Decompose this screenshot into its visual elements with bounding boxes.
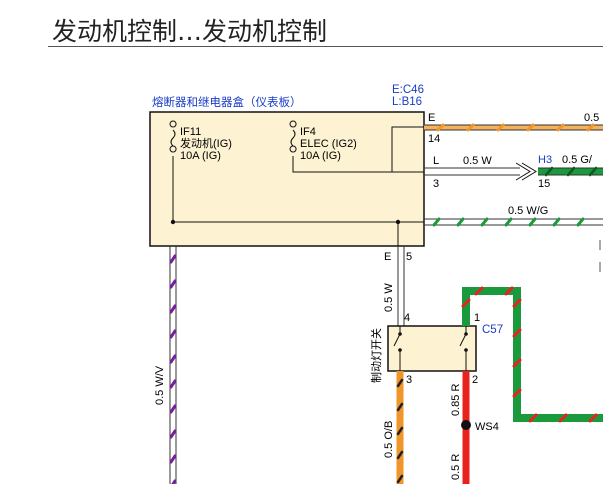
title-rule [48, 46, 603, 47]
fuse-if4-id: IF4 [300, 126, 316, 138]
fuse-if4-rating: 10A (IG) [300, 150, 341, 162]
wire-r-lower-spec: 0.5 R [450, 454, 462, 480]
fuse-if4: IF4 ELEC (IG2) 10A (IG) [289, 120, 357, 162]
wire-ob-stripes [396, 378, 404, 484]
wire-mid-white: L 0.5 W 3 H3 15 0.5 G/ [424, 154, 603, 190]
wire-top-stripes [436, 123, 595, 132]
wire-lower-spec: 0.5 W/G [508, 205, 548, 217]
switch-body [387, 325, 477, 372]
wire-mid-pin: 3 [433, 178, 439, 190]
splice-ws4-dot [461, 420, 471, 430]
switch-name: 制动灯开关 [369, 328, 383, 383]
switch-connector: C57 [482, 324, 503, 336]
fuse-if11-symbol [169, 120, 177, 153]
fuse-if4-name: ELEC (IG2) [300, 138, 357, 150]
wire-r-spec: 0.85 R [450, 384, 462, 416]
wire-midv-pin: 5 [406, 251, 412, 263]
fuse-if4-symbol [289, 120, 297, 153]
wire-lower-stripes [432, 217, 585, 227]
fuse-box-title: 熔断器和继电器盒（仪表板） [152, 95, 302, 109]
switch-pin-4: 4 [404, 312, 410, 324]
wire-left-spec: 0.5 W/V [154, 365, 166, 405]
fuse-box-body [149, 111, 425, 247]
wire-left-stripes [169, 254, 177, 484]
fuse-box-conn-l: L:B16 [392, 96, 422, 108]
fuse-if11-rating: 10A (IG) [180, 150, 221, 162]
wire-mid-right-spec: 0.5 G/ [562, 154, 593, 166]
connector-h3-label: H3 [538, 154, 552, 166]
wire-green-loop [461, 286, 603, 423]
page-title: 发动机控制…发动机控制 [52, 17, 328, 46]
brake-light-switch: 制动灯开关 C57 4 1 [369, 312, 503, 383]
wire-mid-letter: L [433, 155, 439, 167]
splice-ws4-label: WS4 [475, 421, 499, 433]
connector-h3-arrow [515, 162, 531, 181]
junction-dot-2 [395, 219, 401, 225]
wire-switch-out-left: 3 0.5 O/B [383, 371, 412, 484]
wire-mid-vertical: E 5 0.5 W [383, 246, 412, 326]
wire-midv-letter: E [384, 251, 391, 263]
wire-loop-stripes [461, 286, 598, 423]
wire-lower-wg: 0.5 W/G [424, 205, 603, 227]
fuse-box-conn-e: E:C46 [392, 84, 424, 96]
wire-ob-pin: 3 [406, 374, 412, 386]
wire-midv-spec: 0.5 W [383, 283, 395, 312]
fuse-if11-id: IF11 [180, 126, 201, 138]
wire-mid-spec: 0.5 W [463, 155, 492, 167]
wire-top-orange: E 14 0.5 [424, 112, 603, 145]
wire-top-letter: E [428, 112, 435, 124]
fuse-if11-name: 发动机(IG) [180, 136, 232, 150]
fuse-if11: IF11 发动机(IG) 10A (IG) [169, 120, 232, 162]
fuse-relay-box: 熔断器和继电器盒（仪表板） E:C46 L:B16 IF11 发动机(IG) 1… [149, 84, 425, 247]
connector-h3-pin: 15 [538, 178, 550, 190]
junction-dot-1 [170, 219, 176, 225]
wire-mid-right-stripes [544, 166, 598, 177]
wire-top-size: 0.5 [584, 112, 599, 124]
switch-pin-1: 1 [474, 312, 480, 324]
wire-switch-out-right: 2 0.85 R WS4 0.5 R [450, 371, 499, 484]
wire-top-pin: 14 [428, 133, 440, 145]
wire-left-vertical: 0.5 W/V [154, 246, 177, 484]
wire-ob-spec: 0.5 O/B [383, 421, 395, 458]
wire-r-pin: 2 [472, 374, 478, 386]
